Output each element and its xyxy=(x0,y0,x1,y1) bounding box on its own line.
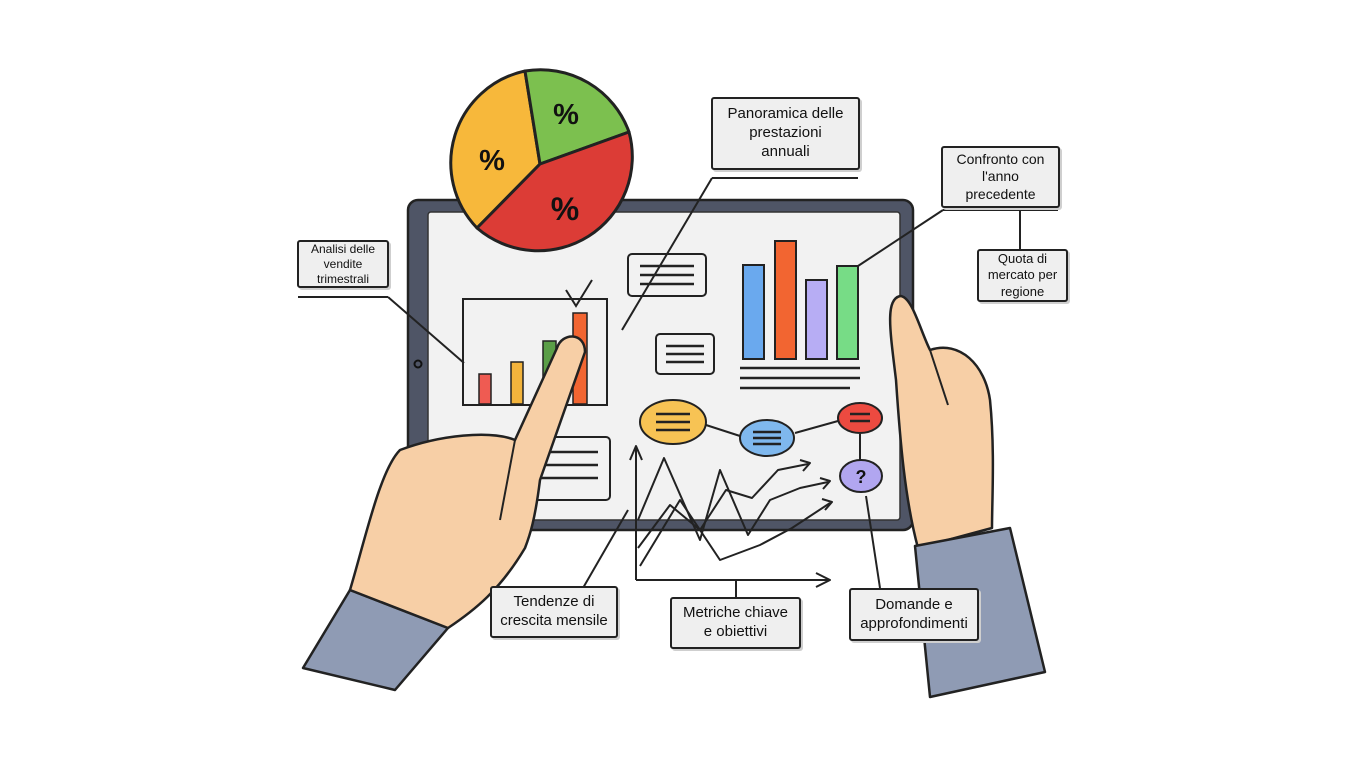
label-market-share: Quota di mercato per regione xyxy=(977,249,1068,302)
quarterly-bar xyxy=(478,373,492,405)
right-sleeve xyxy=(913,526,1047,699)
text-card-icon xyxy=(655,333,715,375)
growth-line-chart xyxy=(629,445,833,588)
blue-bubble xyxy=(739,419,795,457)
growth-line xyxy=(639,499,831,567)
tablet-camera xyxy=(413,359,423,369)
question-bubble: ? xyxy=(839,459,883,493)
pie-slice-red xyxy=(475,130,634,253)
yellow-bubble xyxy=(639,399,707,445)
left-hand xyxy=(301,335,587,692)
large-bar-chart xyxy=(740,240,860,390)
label-annual-overview: Panoramica delle prestazioni annuali xyxy=(711,97,860,170)
quarterly-bar xyxy=(510,361,524,405)
growth-line xyxy=(637,457,829,541)
flow-diagram: ? xyxy=(639,399,883,493)
checkmark-icon xyxy=(565,279,593,308)
question-mark-icon: ? xyxy=(856,467,867,487)
pie-percent-label: % xyxy=(479,145,505,177)
pie-percent-label: % xyxy=(551,191,579,227)
label-year-comparison: Confronto con l'anno precedente xyxy=(941,146,1060,208)
right-hand-skin xyxy=(888,294,995,550)
label-monthly-growth: Tendenze di crescita mensile xyxy=(490,586,618,638)
left-hand-skin xyxy=(348,335,587,630)
label-questions: Domande e approfondimenti xyxy=(849,588,979,641)
right-hand xyxy=(888,294,1047,699)
pie-percent-label: % xyxy=(553,99,579,131)
large-bar-orange xyxy=(774,240,797,360)
connector-lines xyxy=(298,177,1058,598)
large-bar-green xyxy=(836,265,859,360)
growth-line xyxy=(637,463,809,549)
pie-slice-orange xyxy=(449,69,542,230)
quarterly-bar-chart xyxy=(462,279,608,406)
large-bar-purple xyxy=(805,279,828,360)
red-bubble xyxy=(837,402,883,434)
large-bar-blue xyxy=(742,264,765,360)
text-card-icon xyxy=(627,253,707,297)
label-key-metrics: Metriche chiave e obiettivi xyxy=(670,597,801,649)
label-quarterly-sales: Analisi delle vendite trimestrali xyxy=(297,240,389,288)
pie-chart: % % % xyxy=(449,68,634,253)
